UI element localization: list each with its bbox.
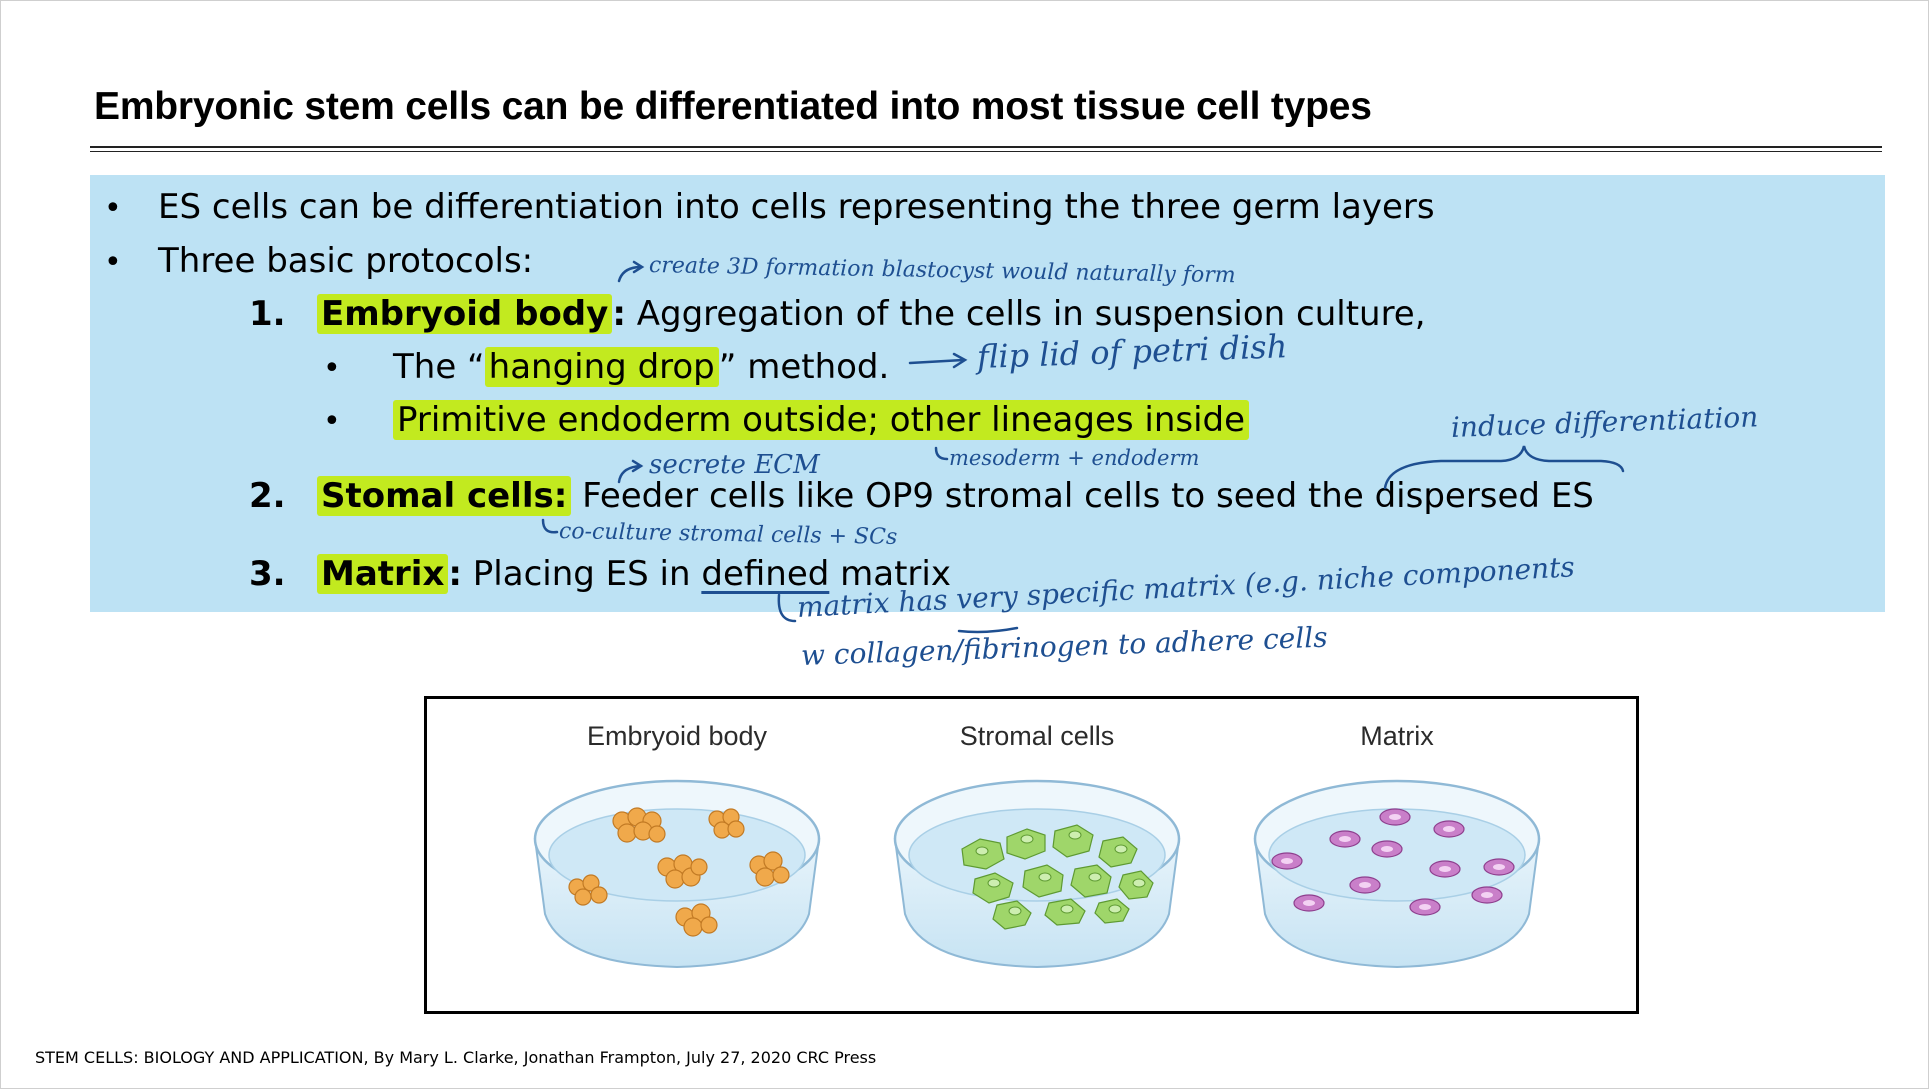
highlight-term: Matrix bbox=[317, 554, 449, 594]
ink-arrow-head bbox=[631, 459, 644, 473]
content-box bbox=[90, 175, 1885, 612]
sub-bullet-dot: • bbox=[323, 351, 341, 386]
sub-text-pre: The “ bbox=[393, 347, 485, 387]
bullet-text: Three basic protocols: bbox=[158, 241, 534, 281]
protocol-text: Aggregation of the cells in suspension c… bbox=[625, 294, 1426, 334]
protocol-number: 1. bbox=[249, 294, 286, 334]
petri-dish-matrix bbox=[1253, 779, 1541, 969]
protocol-3-line: Matrix: Placing ES in defined matrix bbox=[317, 554, 951, 594]
figure-label-matrix: Matrix bbox=[1360, 721, 1434, 751]
sub-bullet-endoderm: Primitive endoderm outside; other lineag… bbox=[393, 400, 1250, 440]
petri-dish-stromal bbox=[893, 779, 1181, 969]
figure-label-embryoid-body: Embryoid body bbox=[586, 721, 768, 751]
protocol-number: 3. bbox=[249, 554, 286, 594]
bullet-text: ES cells can be differentiation into cel… bbox=[158, 187, 1435, 227]
ink-arrow bbox=[908, 358, 965, 365]
protocol-colon: : bbox=[612, 294, 626, 334]
bullet-dot: • bbox=[104, 191, 122, 226]
protocol-1-line: Embryoid body: Aggregation of the cells … bbox=[317, 294, 1426, 334]
ink-arrow-head bbox=[952, 352, 968, 369]
highlight-hanging-drop: hanging drop bbox=[484, 347, 719, 387]
underlined-word: defined bbox=[701, 554, 830, 594]
highlight-term: Embryoid body bbox=[317, 294, 613, 334]
protocol-2-line: Stomal cells: Feeder cells like OP9 stro… bbox=[317, 476, 1594, 516]
annotation-secrete-ecm: secrete ECM bbox=[649, 450, 820, 480]
ink-arrow-head bbox=[632, 260, 645, 274]
protocol-text: Placing ES in bbox=[462, 554, 702, 594]
ink-brace bbox=[1383, 445, 1625, 490]
title-rule bbox=[90, 146, 1882, 148]
ink-hook bbox=[934, 446, 949, 461]
highlight-term: Stomal cells: bbox=[317, 476, 572, 516]
protocol-text: matrix bbox=[829, 554, 951, 594]
petri-dish-embryoid bbox=[533, 779, 821, 969]
sub-text-post: ” method. bbox=[718, 347, 890, 387]
title-rule-thin bbox=[90, 151, 1882, 152]
sub-bullet-hanging-drop: The “hanging drop” method. bbox=[393, 347, 889, 387]
figure-label-stromal-cells: Stromal cells bbox=[959, 721, 1115, 751]
highlight-endoderm: Primitive endoderm outside; other lineag… bbox=[393, 400, 1250, 440]
citation: STEM CELLS: BIOLOGY AND APPLICATION, By … bbox=[35, 1048, 877, 1067]
bullet-dot: • bbox=[104, 245, 122, 280]
ink-hook bbox=[777, 593, 797, 623]
protocol-colon: : bbox=[448, 554, 462, 594]
petri-dishes-illustration bbox=[533, 779, 1541, 969]
slide-title: Embryonic stem cells can be differentiat… bbox=[94, 85, 1372, 128]
ink-arrow bbox=[617, 464, 643, 484]
protocol-number: 2. bbox=[249, 476, 286, 516]
ink-hook bbox=[541, 518, 559, 534]
annotation-mesoderm-endoderm: mesoderm + endoderm bbox=[949, 446, 1200, 470]
protocol-text: Feeder cells like OP9 stromal cells to s… bbox=[571, 476, 1594, 516]
ink-underline bbox=[957, 626, 1019, 634]
sub-bullet-dot: • bbox=[323, 404, 341, 439]
figure-petri-dishes: Embryoid body Stromal cells Matrix bbox=[424, 696, 1639, 1014]
ink-arrow bbox=[617, 265, 643, 283]
